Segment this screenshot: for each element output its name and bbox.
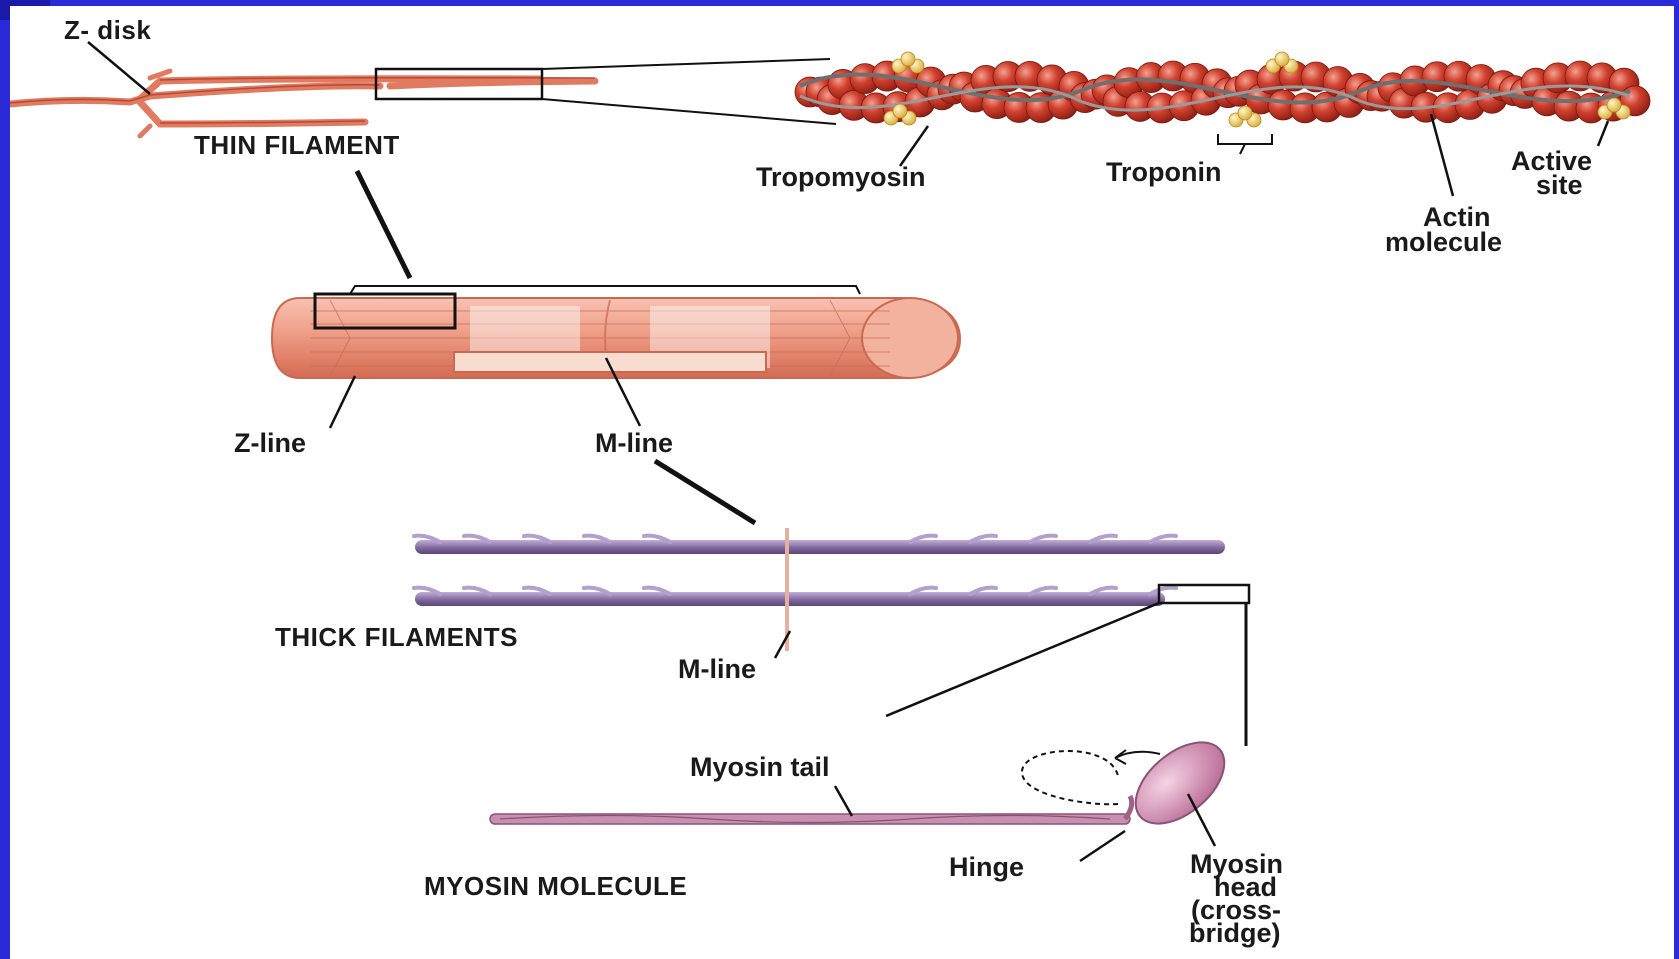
myosin-head-label-line4: bridge) bbox=[1189, 918, 1281, 948]
tropomyosin-label: Tropomyosin bbox=[756, 162, 926, 192]
thick-filaments-label: THICK FILAMENTS bbox=[275, 622, 518, 652]
muscle-filament-diagram: Z- disk THIN FILAMENT Tropomyosin Tropon… bbox=[10, 6, 1674, 959]
myofibril bbox=[272, 286, 960, 378]
troponin-label: Troponin bbox=[1106, 157, 1221, 187]
myofibril-to-thick-connector bbox=[655, 461, 755, 523]
thick-filament-1 bbox=[415, 540, 1225, 554]
myosin-molecule bbox=[490, 727, 1239, 840]
hinge-label: Hinge bbox=[949, 852, 1024, 882]
troponin-subunit bbox=[901, 52, 915, 66]
z-disk-pointer bbox=[88, 42, 150, 94]
thin-to-myofibril-connector bbox=[357, 171, 410, 278]
troponin-subunit bbox=[1607, 98, 1621, 112]
m-line-label-top: M-line bbox=[595, 428, 673, 458]
actin-molecule-pointer bbox=[1431, 114, 1453, 196]
active-site-label-line2: site bbox=[1536, 170, 1583, 200]
thick-filament-inset bbox=[454, 352, 766, 372]
myosin-tail-pointer bbox=[835, 786, 852, 816]
hinge-pointer bbox=[1080, 831, 1125, 861]
z-disk-label: Z- disk bbox=[64, 15, 151, 45]
myosin-hinge bbox=[1125, 796, 1132, 819]
m-line-label-bottom: M-line bbox=[678, 654, 756, 684]
myosin-head-alt-position bbox=[1022, 751, 1118, 804]
troponin-bracket bbox=[1218, 134, 1272, 154]
z-disk-filaments bbox=[10, 71, 595, 136]
myosin-cross-bridge bbox=[1150, 588, 1176, 594]
myosin-tail-label: Myosin tail bbox=[690, 752, 830, 782]
tropomyosin-pointer bbox=[900, 126, 928, 166]
troponin-subunit bbox=[1238, 106, 1252, 120]
thin-filament-label: THIN FILAMENT bbox=[194, 130, 400, 160]
thick-filament-2 bbox=[415, 592, 1165, 606]
actin-molecule-label-line2: molecule bbox=[1385, 227, 1502, 257]
thin-filament-group: Z- disk THIN FILAMENT bbox=[10, 15, 836, 160]
troponin-subunit bbox=[893, 104, 907, 118]
z-line-pointer bbox=[330, 376, 355, 428]
myosin-molecule-label: MYOSIN MOLECULE bbox=[424, 871, 687, 901]
diagram-canvas: Z- disk THIN FILAMENT Tropomyosin Tropon… bbox=[10, 6, 1674, 959]
active-site-pointer bbox=[1598, 121, 1608, 146]
myosin-head bbox=[1121, 727, 1239, 840]
thick-filaments bbox=[414, 528, 1249, 746]
z-line-label: Z-line bbox=[234, 428, 306, 458]
troponin-subunit bbox=[1275, 52, 1289, 66]
